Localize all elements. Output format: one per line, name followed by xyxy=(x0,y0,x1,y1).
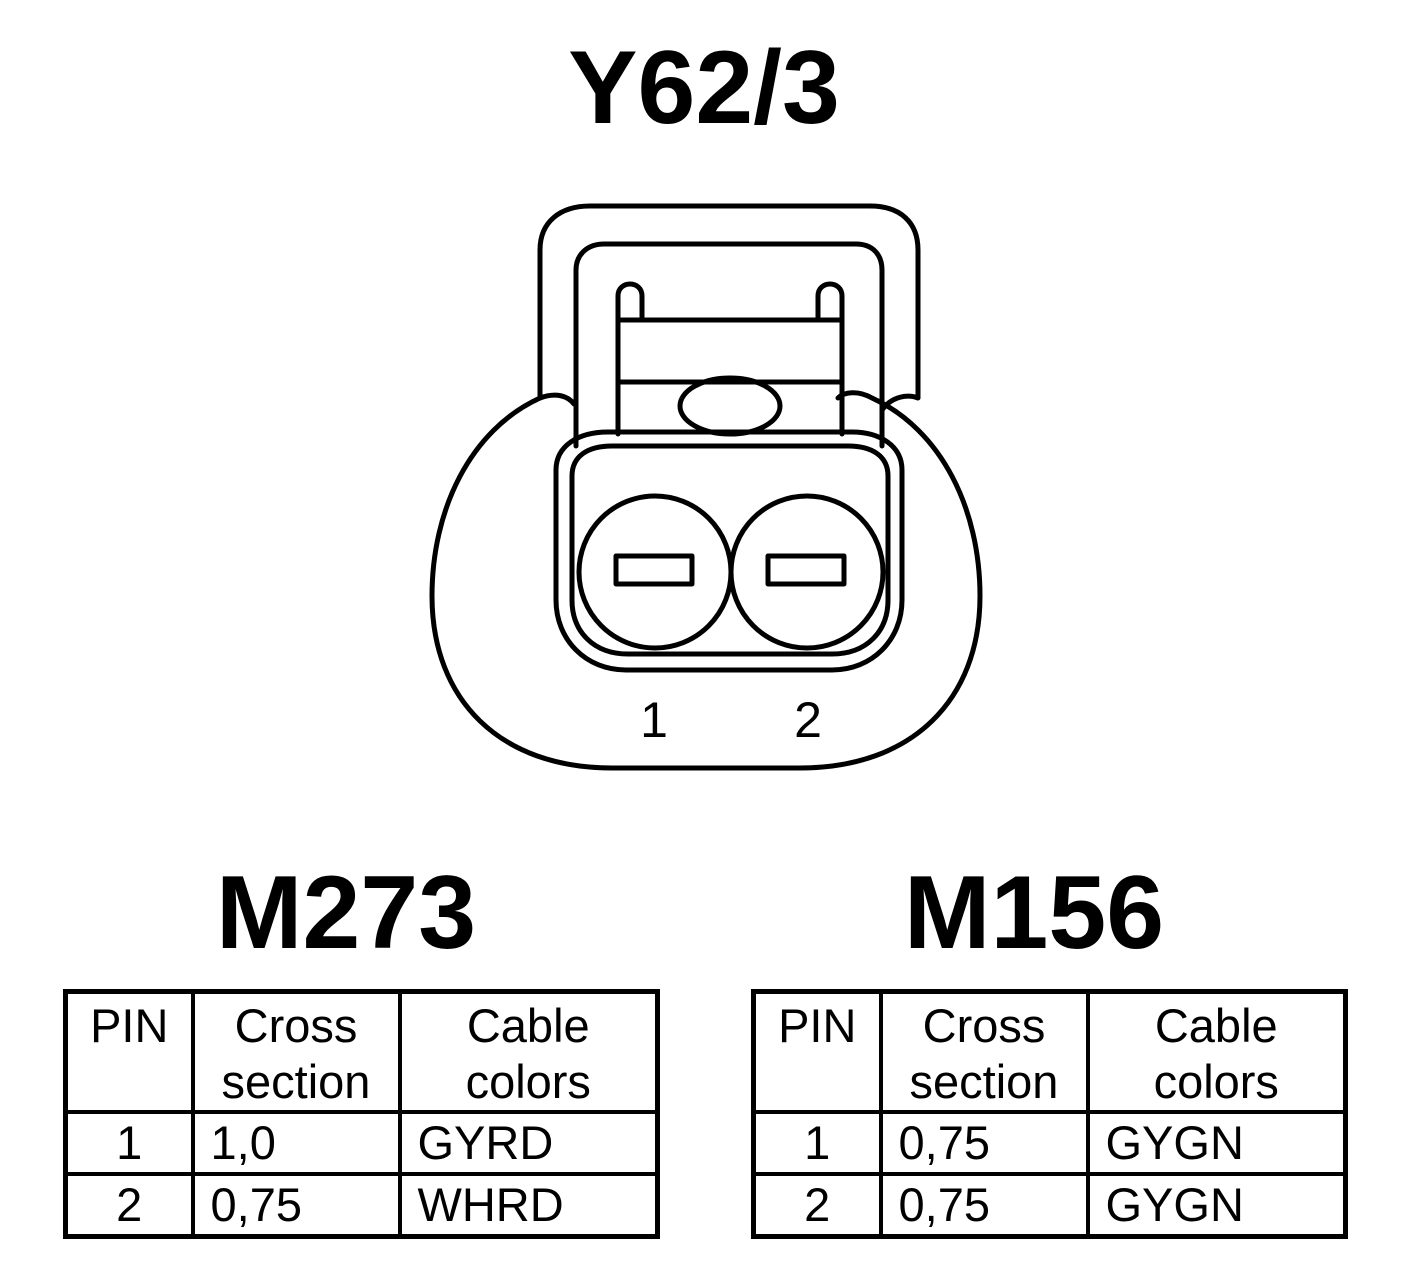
connector-title: Y62/3 xyxy=(568,30,840,146)
pin-1-terminal xyxy=(613,553,695,587)
connector-housing-outline xyxy=(429,390,983,771)
cable-colors-cell: GYGN xyxy=(1085,1172,1348,1239)
latch-post-right xyxy=(815,281,845,437)
pin-label-1: 1 xyxy=(640,692,668,748)
table-header-row: PIN Cross section Cable colors xyxy=(751,989,1348,1114)
pin-1-socket xyxy=(576,493,734,651)
table-header-row: PIN Cross section Cable colors xyxy=(63,989,660,1114)
engine-title-m156: M156 xyxy=(903,855,1165,971)
header-cable-colors: Cable colors xyxy=(1085,989,1348,1114)
header-pin: PIN xyxy=(751,989,883,1114)
latch-oval xyxy=(677,375,783,437)
cross-section-cell: 0,75 xyxy=(878,1172,1090,1239)
pin-table-m273: PIN Cross section Cable colors 1 1,0 GYR… xyxy=(63,989,660,1239)
pin-cell: 2 xyxy=(751,1172,883,1239)
cavity-inner xyxy=(569,443,891,657)
cross-section-cell: 0,75 xyxy=(190,1172,402,1239)
cross-section-cell: 1,0 xyxy=(190,1110,402,1176)
header-cross-section: Cross section xyxy=(190,989,402,1114)
header-cable-colors: Cable colors xyxy=(397,989,660,1114)
pin-cell: 1 xyxy=(751,1110,883,1176)
table-row: 1 0,75 GYGN xyxy=(751,1110,1348,1176)
cross-section-cell: 0,75 xyxy=(878,1110,1090,1176)
latch-post-left xyxy=(615,281,645,437)
engine-title-m273: M273 xyxy=(215,855,477,971)
pin-2-socket xyxy=(728,493,886,651)
pin-cell: 2 xyxy=(63,1172,195,1239)
cable-colors-cell: WHRD xyxy=(397,1172,660,1239)
latch-outer-frame xyxy=(537,203,921,413)
header-pin: PIN xyxy=(63,989,195,1114)
cavity-outer xyxy=(553,429,905,673)
connector-drawing xyxy=(429,203,983,771)
pin-label-2: 2 xyxy=(794,692,822,748)
pin-2-terminal xyxy=(765,553,847,587)
table-row: 2 0,75 WHRD xyxy=(63,1172,660,1239)
cable-colors-cell: GYGN xyxy=(1085,1110,1348,1176)
pin-cell: 1 xyxy=(63,1110,195,1176)
cable-colors-cell: GYRD xyxy=(397,1110,660,1176)
table-row: 2 0,75 GYGN xyxy=(751,1172,1348,1239)
header-cross-section: Cross section xyxy=(878,989,1090,1114)
table-row: 1 1,0 GYRD xyxy=(63,1110,660,1176)
pin-table-m156: PIN Cross section Cable colors 1 0,75 GY… xyxy=(751,989,1348,1239)
latch-inner-frame xyxy=(573,241,885,449)
